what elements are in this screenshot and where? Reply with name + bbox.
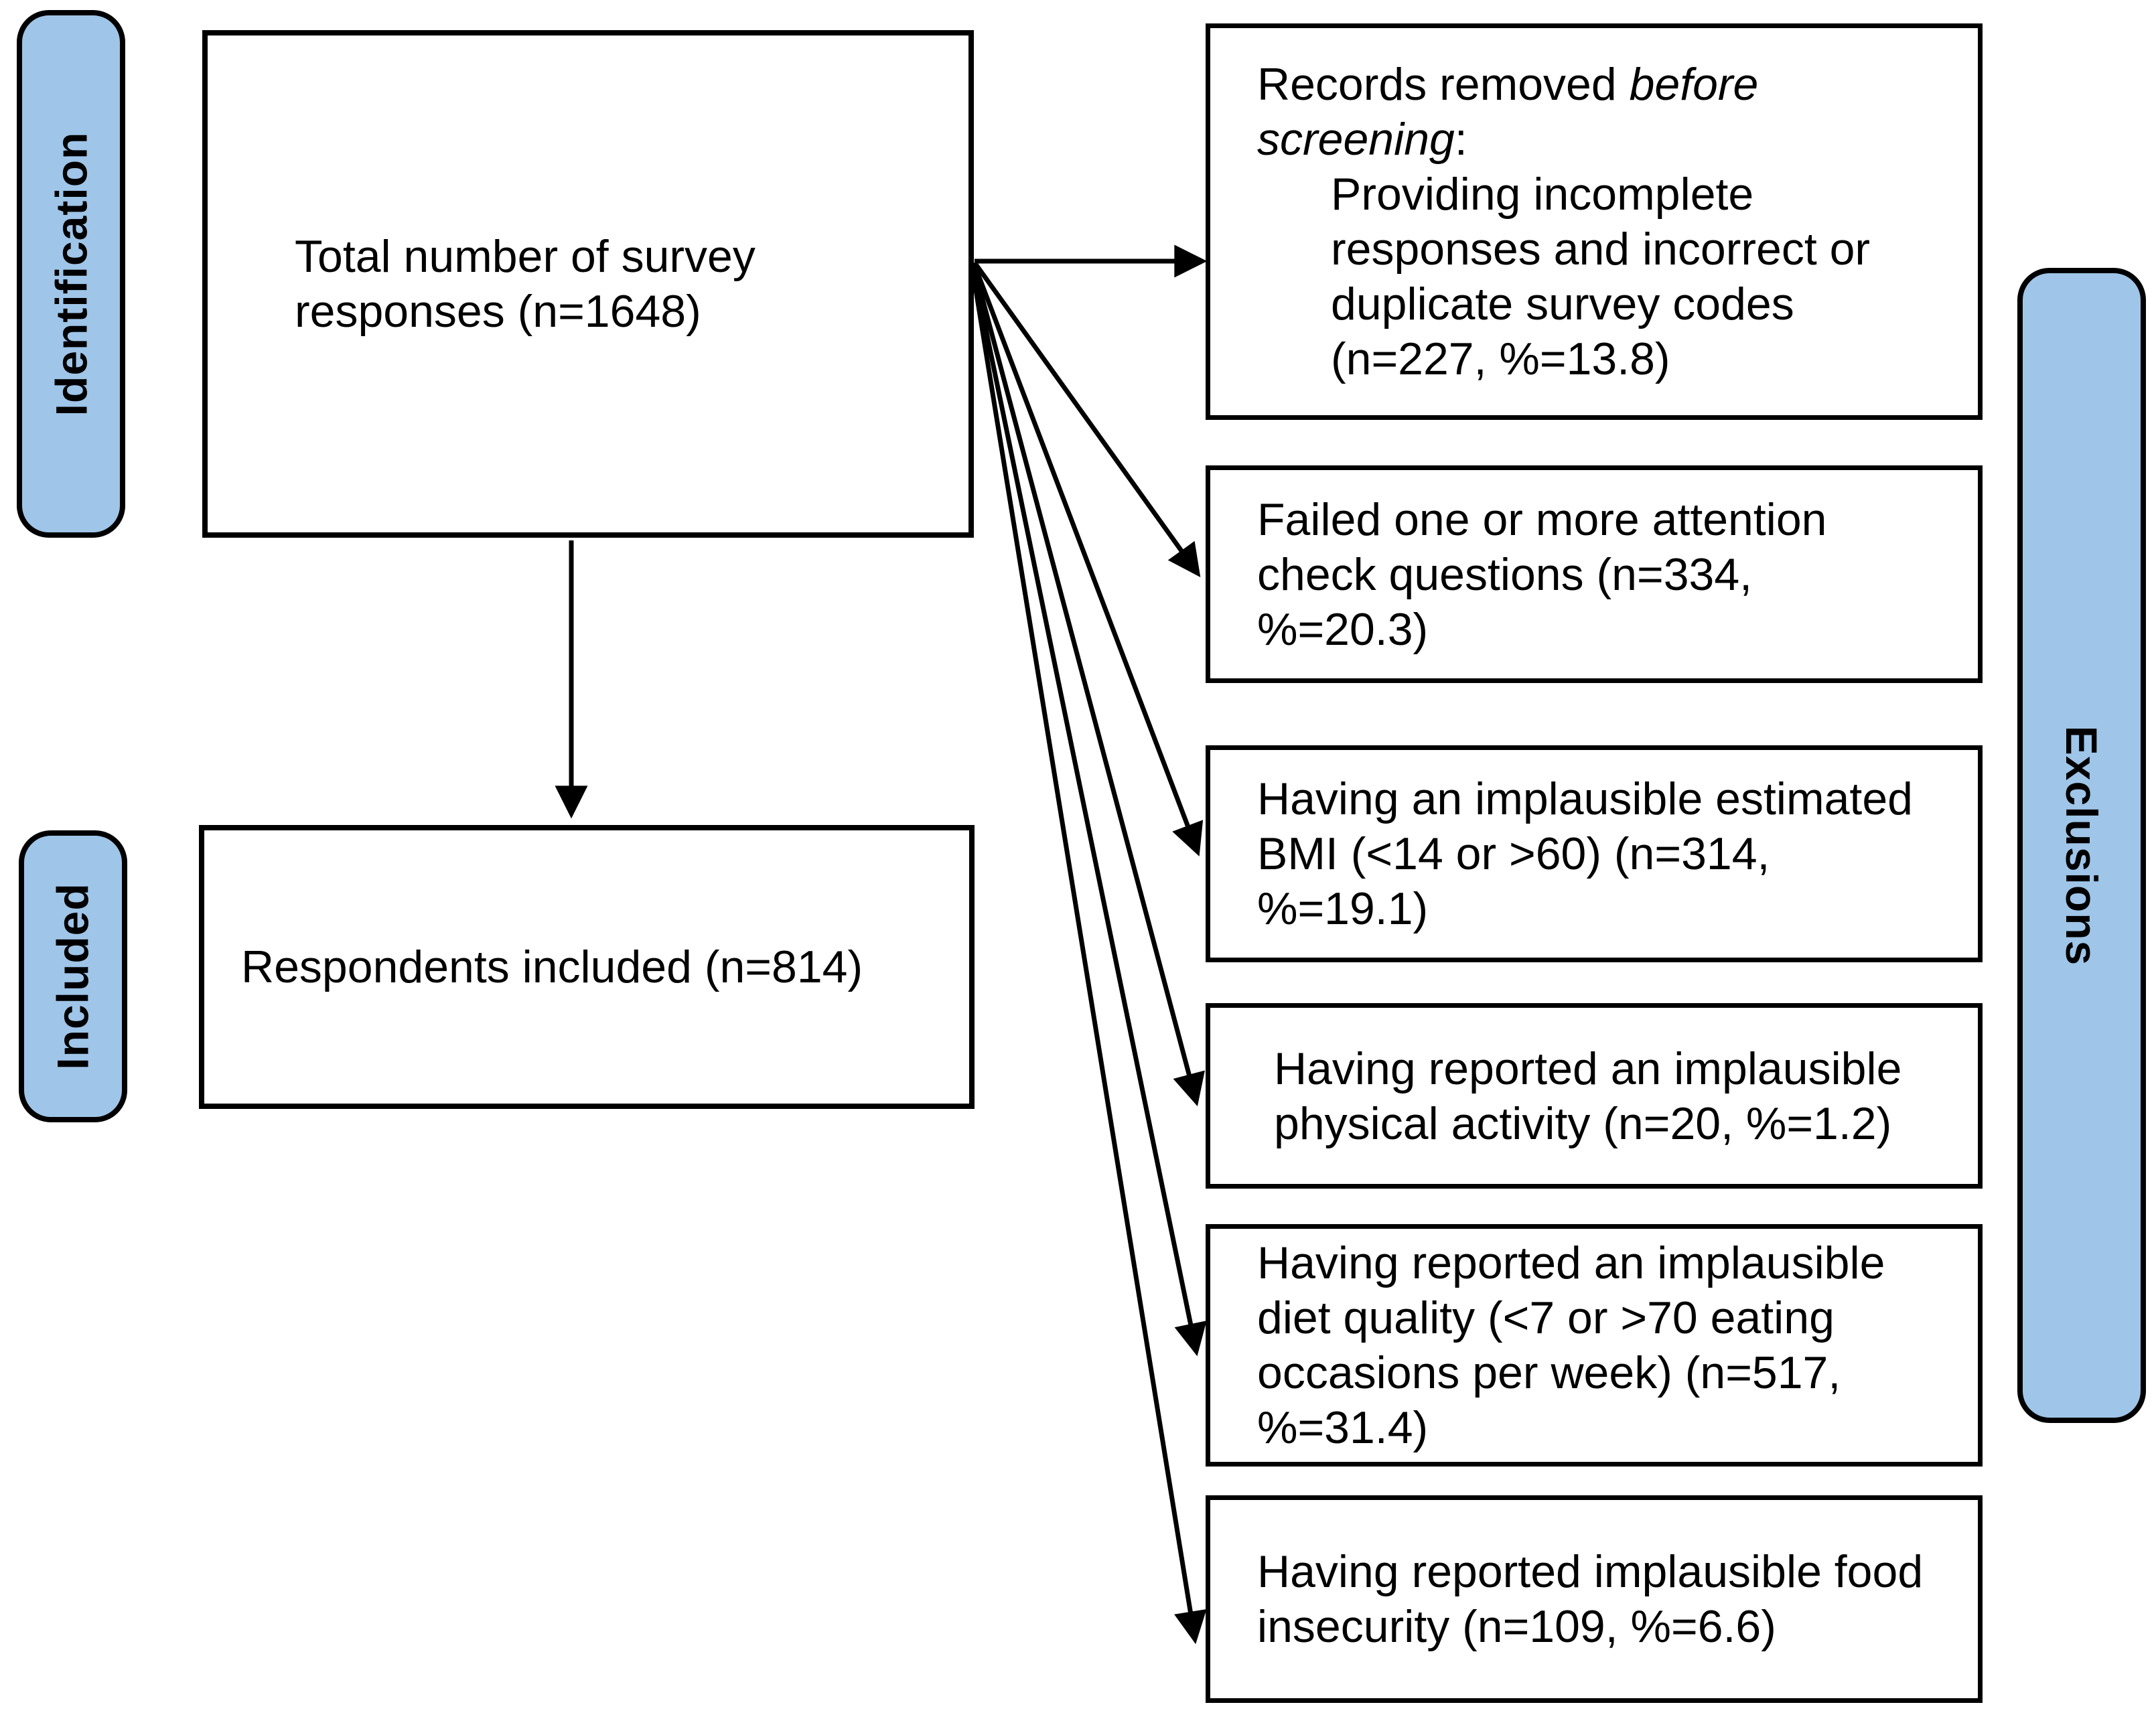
box-respondents-included-text: Respondents included (n=814)	[241, 942, 863, 992]
arrow-total-to-food-insecurity	[969, 265, 1207, 1645]
stage-label-included: Included	[19, 830, 127, 1122]
arrow-total-to-diet-quality	[970, 264, 1207, 1357]
box-exclusion-records-removed: Records removed before screening: Provid…	[1206, 23, 1983, 420]
stage-label-identification-text: Identification	[46, 131, 96, 417]
box-exclusion-diet-quality-text: Having reported an implausible diet qual…	[1257, 1238, 1885, 1453]
box-total-survey-responses: Total number of survey responses (n=1648…	[202, 30, 974, 538]
box-exclusion-records-removed-detail: Providing incomplete responses and incor…	[1331, 169, 1871, 384]
box-exclusion-implausible-bmi-text: Having an implausible estimated BMI (<14…	[1257, 773, 1913, 934]
records-removed-lead-colon: :	[1454, 114, 1467, 165]
records-removed-lead-italic: before screening	[1257, 59, 1759, 165]
box-exclusion-attention-check: Failed one or more attention check quest…	[1206, 465, 1983, 683]
arrow-total-to-physical-activity	[971, 263, 1205, 1107]
box-exclusion-records-removed-lead: Records removed before screening:	[1257, 57, 1971, 167]
stage-label-included-text: Included	[48, 883, 98, 1070]
box-respondents-included: Respondents included (n=814)	[199, 825, 975, 1109]
box-total-survey-responses-text: Total number of survey responses (n=1648…	[295, 231, 756, 337]
box-exclusion-implausible-bmi: Having an implausible estimated BMI (<14…	[1206, 745, 1983, 962]
box-exclusion-food-insecurity-text: Having reported implausible food insecur…	[1257, 1546, 1924, 1652]
arrow-total-to-attention-check	[973, 260, 1201, 577]
stage-label-identification: Identification	[17, 10, 125, 538]
box-exclusion-physical-activity: Having reported an implausible physical …	[1206, 1003, 1983, 1189]
box-exclusion-food-insecurity: Having reported implausible food insecur…	[1206, 1495, 1983, 1703]
box-exclusion-attention-check-text: Failed one or more attention check quest…	[1257, 494, 1827, 655]
records-removed-lead-text: Records removed	[1257, 59, 1630, 110]
stage-label-exclusions: Exclusions	[2017, 268, 2146, 1423]
box-exclusion-diet-quality: Having reported an implausible diet qual…	[1206, 1224, 1983, 1467]
stage-label-exclusions-text: Exclusions	[2057, 725, 2106, 966]
arrow-total-to-implausible-bmi	[971, 262, 1204, 856]
box-exclusion-physical-activity-text: Having reported an implausible physical …	[1274, 1043, 1902, 1149]
